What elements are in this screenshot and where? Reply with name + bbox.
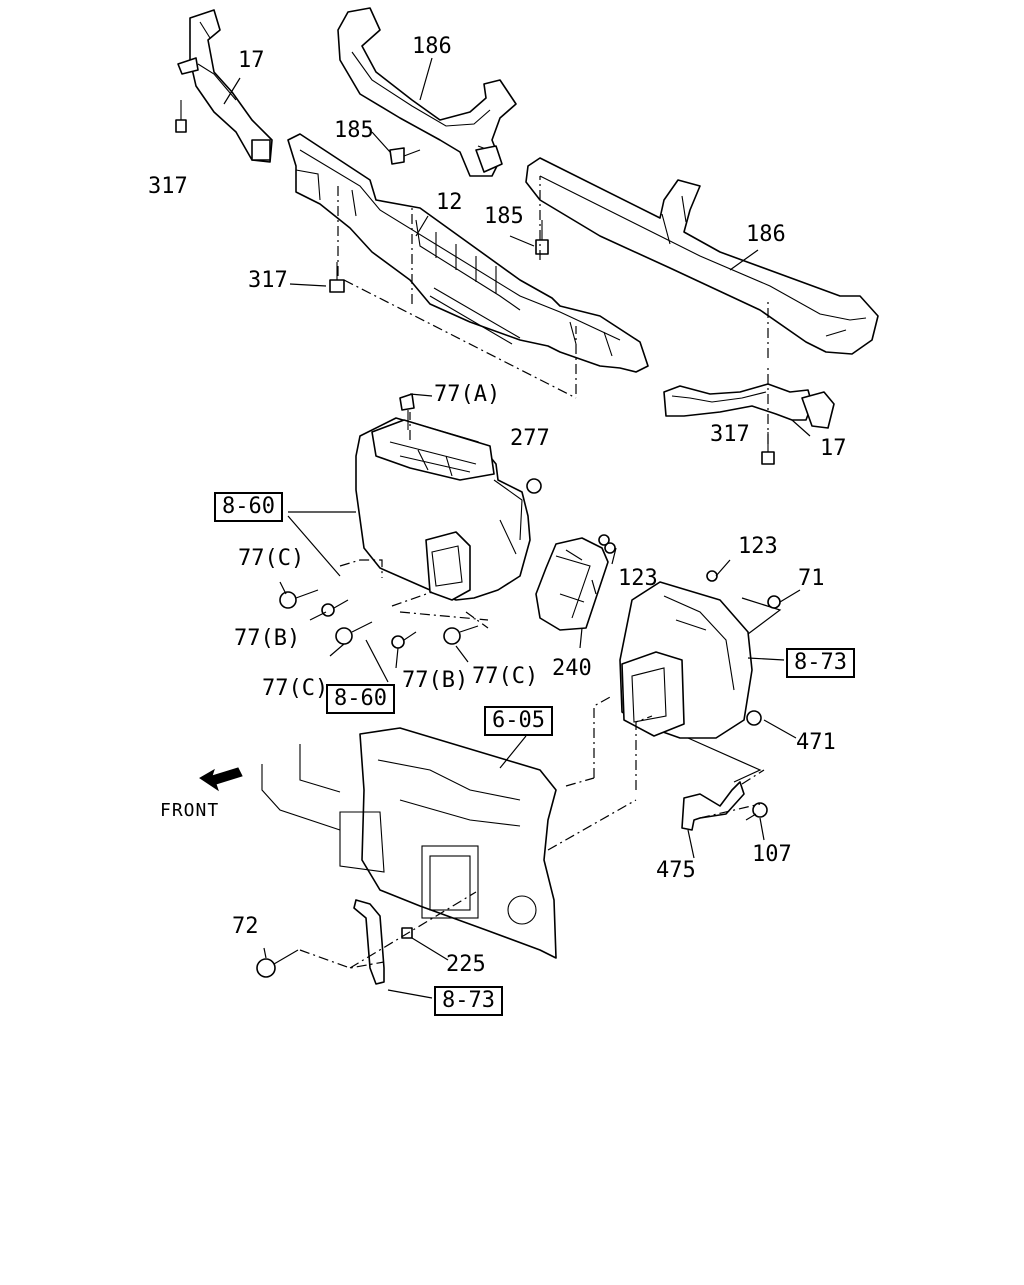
duct-186-right-part (525, 157, 879, 355)
bracket-475-part (681, 781, 745, 831)
label-317-left-mid: 317 (248, 268, 288, 293)
label-185-mid: 185 (484, 204, 524, 229)
ref-box-8-60-top[interactable]: 8-60 (214, 492, 283, 522)
ref-box-6-05[interactable]: 6-05 (484, 706, 553, 736)
body-side-line (261, 744, 341, 831)
label-77c-right: 77(C) (472, 664, 539, 689)
label-123-a: 123 (738, 534, 778, 559)
ref-box-8-73-bottom[interactable]: 8-73 (434, 986, 503, 1016)
label-186-right: 186 (746, 222, 786, 247)
label-123-b: 123 (618, 566, 658, 591)
duct-17-right-part (663, 383, 835, 429)
label-317-right: 317 (710, 422, 750, 447)
duct-186-top-part (337, 7, 517, 177)
label-77a: 77(A) (434, 382, 501, 407)
label-277: 277 (510, 426, 550, 451)
label-77c-left: 77(C) (238, 546, 305, 571)
label-317-left-top: 317 (148, 174, 188, 199)
label-186-top: 186 (412, 34, 452, 59)
ref-box-8-60-bottom[interactable]: 8-60 (326, 684, 395, 714)
arrow-icon (199, 767, 243, 792)
label-72: 72 (232, 914, 259, 939)
label-71: 71 (798, 566, 825, 591)
dash-panel-part (339, 727, 557, 959)
label-225: 225 (446, 952, 486, 977)
front-label: FRONT (160, 800, 220, 821)
bracket-8-73-part (353, 899, 385, 985)
heater-unit-part (355, 417, 531, 601)
ref-box-8-73-right[interactable]: 8-73 (786, 648, 855, 678)
label-12: 12 (436, 190, 463, 215)
leader-lines (223, 57, 811, 999)
label-77b-left: 77(B) (234, 626, 301, 651)
label-471: 471 (796, 730, 836, 755)
fasteners (175, 100, 781, 978)
assembly-lines (299, 176, 769, 969)
label-185-top: 185 (334, 118, 374, 143)
label-475: 475 (656, 858, 696, 883)
duct-17-left-part (177, 9, 273, 163)
duct-240-part (535, 537, 609, 631)
label-77c-bottom: 77(C) (262, 676, 329, 701)
label-107: 107 (752, 842, 792, 867)
label-240: 240 (552, 656, 592, 681)
duct-12-part (287, 133, 649, 373)
label-77b-bottom: 77(B) (402, 668, 469, 693)
label-17-right: 17 (820, 436, 847, 461)
blower-case-part (619, 581, 753, 739)
label-17-left: 17 (238, 48, 265, 73)
